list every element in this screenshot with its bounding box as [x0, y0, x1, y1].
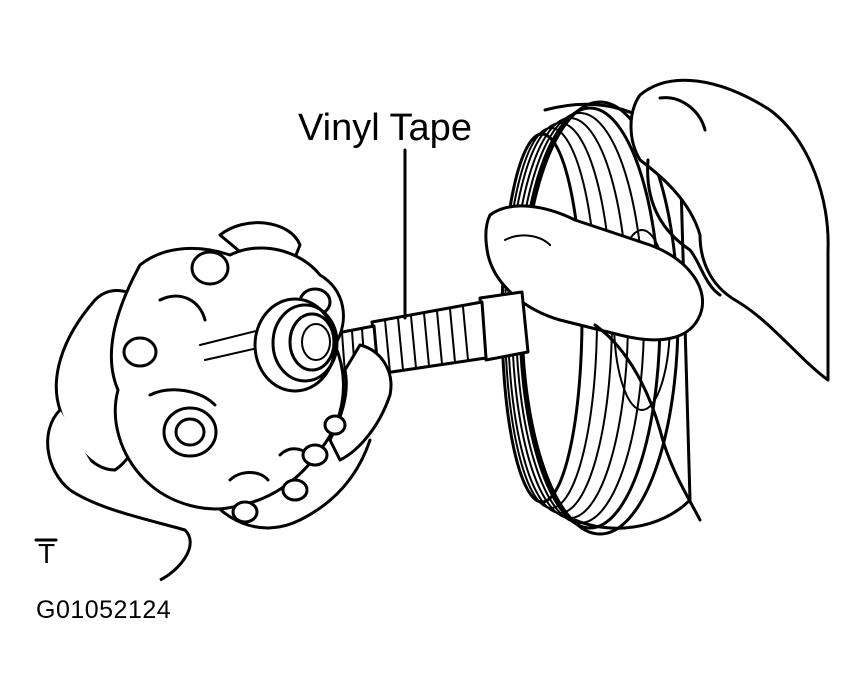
pump-hub: [253, 297, 339, 393]
shaft: [330, 290, 530, 378]
right-hand: [484, 78, 830, 522]
vinyl-tape-label: Vinyl Tape: [298, 107, 472, 149]
corner-mark: T: [38, 538, 56, 569]
figure-id: G01052124: [36, 596, 172, 624]
